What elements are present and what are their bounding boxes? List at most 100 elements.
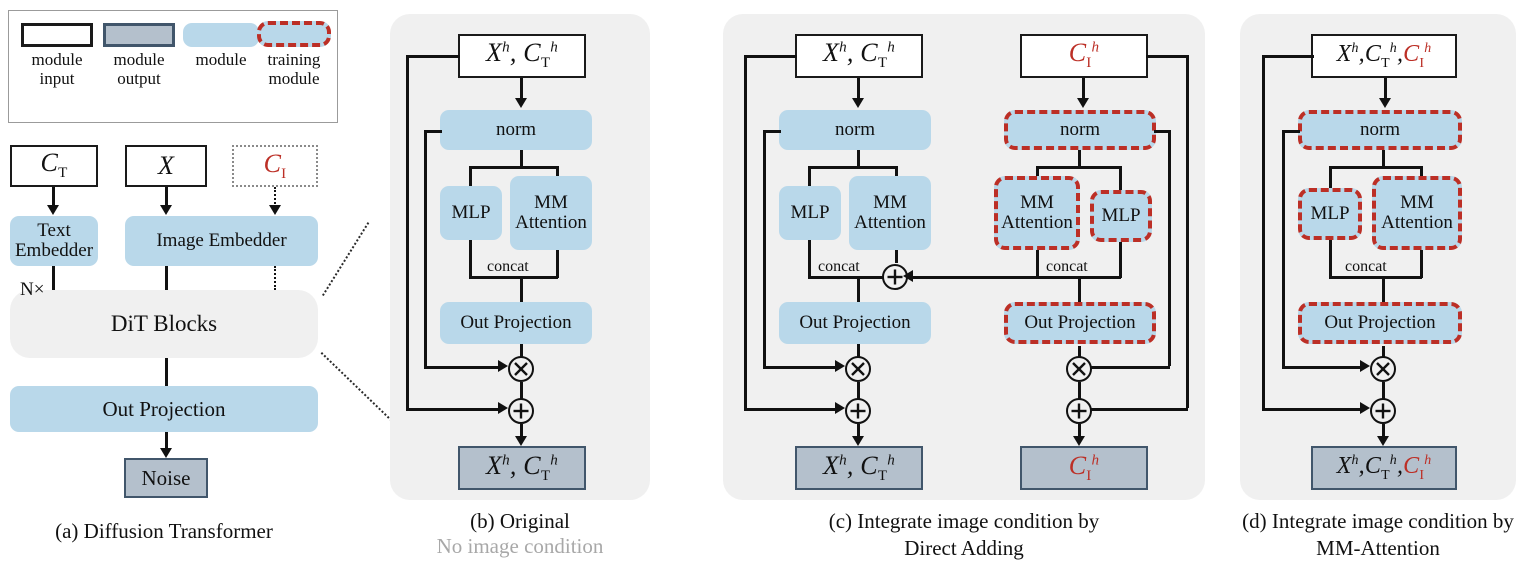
legend-item-module: module xyxy=(183,23,259,69)
panel-d-skip-inner-bottom xyxy=(1282,366,1364,369)
panel-d-line-concat-to-outproj xyxy=(1382,276,1385,302)
panel-d-add-op xyxy=(1370,398,1396,424)
panel-c-right-line-outproj-to-mul xyxy=(1078,346,1081,362)
panel-c-right-line-mm-down xyxy=(1036,250,1039,278)
panel-c-right-line-to-mlp xyxy=(1119,166,1122,192)
panel-c-left-line-concat-to-outproj xyxy=(857,276,860,302)
panel-a-line-dit-to-outproj xyxy=(165,358,168,386)
panel-b-line-mlp-down xyxy=(469,240,472,278)
panel-c-right-mlp: MLP xyxy=(1090,190,1152,242)
panel-c-left-mlp-label: MLP xyxy=(790,202,830,224)
panel-a-line-ci-to-image-embedder xyxy=(274,187,276,207)
panel-c-left-output-label: Xh, CTh xyxy=(823,450,895,485)
panel-c-left-add-op xyxy=(845,398,871,424)
panel-c-right-line-mul-to-add xyxy=(1078,382,1081,402)
panel-b-concat-label: concat xyxy=(487,258,529,275)
panel-b-line-to-mm-attention xyxy=(556,166,559,180)
panel-d-mm-attention-label-line2: Attention xyxy=(1381,212,1453,233)
panel-a-arrow-ct xyxy=(46,205,59,215)
panel-b-skip-inner-arrow xyxy=(498,360,508,372)
panel-d-line-mm-down xyxy=(1420,250,1423,278)
panel-d-skip-outer-top xyxy=(1262,55,1314,58)
panel-b-mm-attention-label-line2: Attention xyxy=(515,212,587,233)
panel-c-right-norm: norm xyxy=(1004,110,1156,150)
panel-a-line-x-to-image-embedder xyxy=(165,187,168,207)
panel-d-caption-line1: (d) Integrate image condition by xyxy=(1242,509,1514,533)
panel-c-right-output-label: CIh xyxy=(1068,450,1100,485)
panel-c-right-mm-attention: MM Attention xyxy=(994,176,1080,250)
panel-d-concat-label: concat xyxy=(1345,258,1387,275)
panel-c-caption-line1: (c) Integrate image condition by xyxy=(828,509,1100,533)
panel-c-right-skip-inner-top xyxy=(1154,130,1170,133)
panel-a-connector-top xyxy=(322,222,370,297)
legend-item-module-input: module input xyxy=(21,23,93,88)
legend-label-module-input-line1: module xyxy=(31,50,83,69)
panel-d-out-projection: Out Projection xyxy=(1298,302,1462,344)
panel-c-right-norm-label: norm xyxy=(1059,119,1101,141)
panel-a-noise-label: Noise xyxy=(141,465,191,490)
panel-c-left-mlp: MLP xyxy=(779,186,841,240)
panel-b-skip-outer-vert xyxy=(406,55,409,408)
panel-c-left-line-concat-right xyxy=(857,276,883,279)
panel-d-mlp-label: MLP xyxy=(1310,203,1350,225)
panel-c-left-line-to-mm-attention xyxy=(895,166,898,180)
panel-a-arrow-noise xyxy=(159,448,172,458)
panel-c-left-arrow-norm xyxy=(851,98,864,108)
panel-a-line-ci-to-dit xyxy=(274,266,276,290)
legend-item-module-output: module output xyxy=(103,23,175,88)
panel-a-input-ct-label: CT xyxy=(40,148,68,182)
panel-d-line-concat xyxy=(1329,276,1422,279)
panel-c-left-out-projection-label: Out Projection xyxy=(799,312,911,334)
panel-d-skip-outer-vert xyxy=(1262,55,1265,408)
panel-a-input-ci: CI xyxy=(232,145,318,187)
panel-b-caption: (b) Original xyxy=(470,509,570,533)
panel-a-arrow-ci xyxy=(268,205,281,215)
legend-label-module-line1: module xyxy=(195,50,247,69)
panel-c-right-line-input-to-norm xyxy=(1082,78,1085,100)
panel-c-right-skip-outer-top xyxy=(1146,55,1188,58)
panel-c-right-concat-label: concat xyxy=(1046,258,1088,275)
panel-a-input-x-label: X xyxy=(157,151,175,180)
panel-b-norm: norm xyxy=(440,110,592,150)
panel-d-line-outproj-to-mul xyxy=(1382,346,1385,362)
panel-c-right-multiply-op xyxy=(1066,356,1092,382)
panel-d-line-norm-split xyxy=(1329,166,1422,169)
legend-label-training-module-line1: training xyxy=(267,50,321,69)
panel-b-skip-inner-top xyxy=(424,130,442,133)
panel-b-output-label: Xh, CTh xyxy=(486,450,558,485)
panel-b-line-add-to-output xyxy=(520,424,523,440)
panel-d-arrow-output xyxy=(1376,436,1389,446)
panel-c-right-skip-outer-bottom xyxy=(1091,408,1188,411)
panel-c-right-out-projection: Out Projection xyxy=(1004,302,1156,344)
panel-c-left-mm-attention-label-line1: MM xyxy=(873,192,907,214)
panel-a-line-outproj-to-noise xyxy=(165,432,168,450)
panel-a-image-embedder-label: Image Embedder xyxy=(156,230,287,252)
panel-c-left-line-input-to-norm xyxy=(857,78,860,100)
panel-c-right-output: CIh xyxy=(1020,446,1148,490)
panel-d-mm-attention: MM Attention xyxy=(1372,176,1462,250)
legend-label-training-module-line2: module xyxy=(268,69,320,89)
panel-b-input: Xh, CTh xyxy=(458,34,586,78)
panel-a-dit-blocks: DiT Blocks xyxy=(10,290,318,358)
panel-b-mm-attention-label-line1: MM xyxy=(534,192,568,214)
panel-b-skip-outer-top xyxy=(406,55,460,58)
panel-c-left-arrow-output xyxy=(851,436,864,446)
legend-label-module-input-line2: input xyxy=(39,69,75,89)
panel-a-line-image-embedder-to-dit xyxy=(165,266,168,290)
panel-d-norm-label: norm xyxy=(1359,119,1401,141)
panel-c-right-skip-inner-vert xyxy=(1168,130,1171,366)
panel-b-out-projection-label: Out Projection xyxy=(460,312,572,334)
panel-d-mlp: MLP xyxy=(1298,188,1362,240)
panel-d-caption-line2: MM-Attention xyxy=(1316,536,1440,561)
panel-c-right-line-concat-to-outproj xyxy=(1078,276,1081,302)
panel-c-left-mm-attention-label-line2: Attention xyxy=(854,212,926,233)
panel-d-line-norm-down xyxy=(1382,150,1385,168)
panel-c-right-line-norm-down xyxy=(1078,150,1081,168)
panel-b-out-projection: Out Projection xyxy=(440,302,592,344)
panel-c-right-arrow-norm xyxy=(1076,98,1089,108)
panel-c xyxy=(723,14,1205,500)
legend-swatch-module xyxy=(183,23,259,47)
panel-c-left-line-mlp-down xyxy=(808,240,811,278)
panel-c-left-skip-outer-arrow xyxy=(835,402,845,414)
panel-c-right-input: CIh xyxy=(1020,34,1148,78)
